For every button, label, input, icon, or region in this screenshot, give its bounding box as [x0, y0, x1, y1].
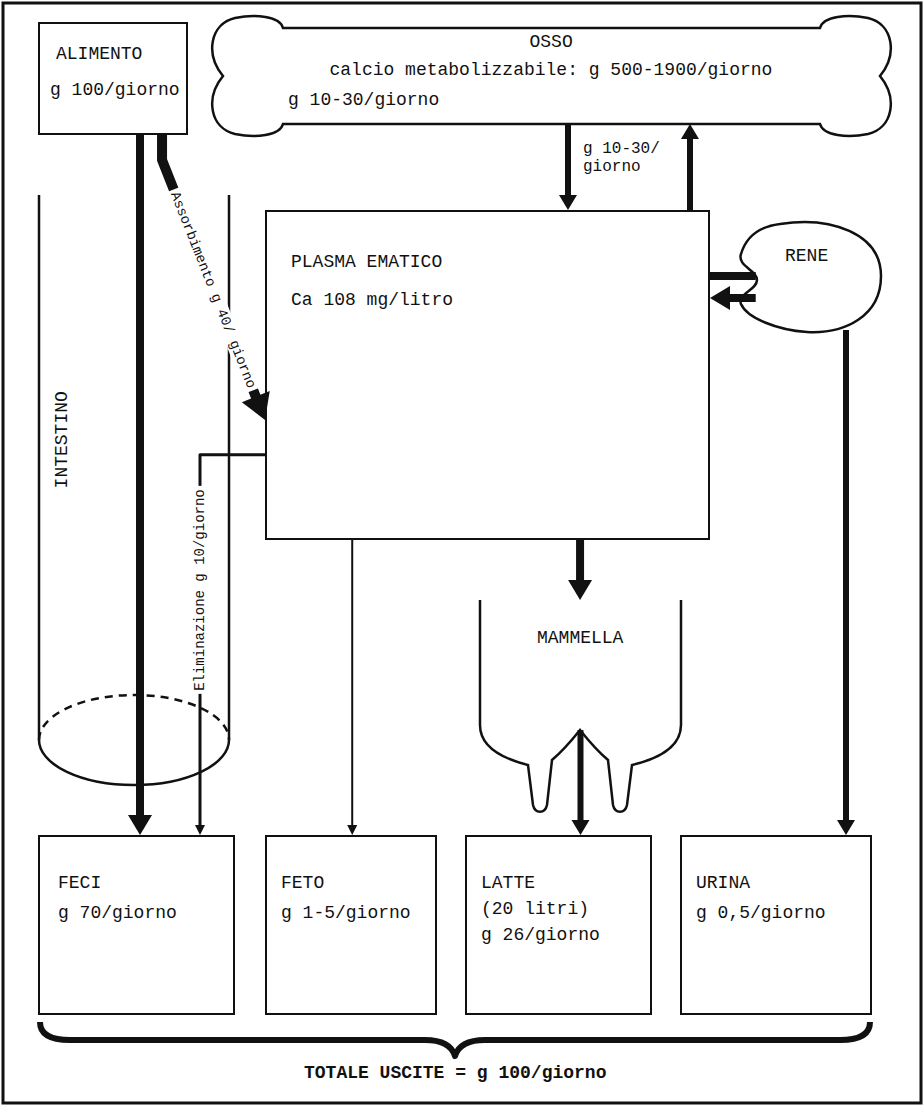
arrow-head: [681, 124, 699, 139]
flow-line: [351, 540, 353, 827]
total-brace: [40, 1022, 870, 1056]
outline-path: [39, 195, 229, 785]
output-box: FETO g 1-5/giorno: [265, 835, 437, 1015]
node-label: g 100/giorno: [50, 80, 180, 102]
node-label: LATTE: [481, 873, 535, 895]
node-label: OSSO: [530, 32, 573, 54]
intake-box: ALIMENTO g 100/giorno: [38, 22, 188, 135]
flow-arrow: [162, 135, 270, 420]
flow-line: [200, 455, 265, 827]
flow-label: g 10-30/ giorno: [580, 140, 674, 177]
flow-arrow: [559, 124, 577, 210]
flow-line: [687, 136, 693, 210]
output-box: URINA g 0,5/giorno: [680, 835, 872, 1015]
plasma-box: PLASMA EMATICO Ca 108 mg/litro: [265, 210, 710, 540]
node-label: INTESTINO: [51, 391, 73, 488]
flow-label: Eliminazione g 10/giorno: [192, 486, 208, 694]
node-label: g 1-5/giorno: [281, 903, 411, 925]
flow-label: Assorbimento g 40/ giorno: [166, 187, 260, 394]
flow-arrow: [128, 135, 152, 835]
arrow-head: [568, 580, 592, 600]
outline-path: [740, 222, 881, 332]
flow-arrow: [837, 330, 855, 835]
outline-path: [39, 695, 229, 740]
total-label: TOTALE USCITE = g 100/giorno: [304, 1063, 606, 1085]
node-label: ALIMENTO: [56, 44, 142, 66]
flow-line: [710, 272, 756, 280]
udder-shape: MAMMELLA: [478, 600, 683, 815]
arrow-head: [559, 195, 577, 210]
flow-line: [843, 330, 849, 823]
outer-frame: [3, 3, 921, 1103]
flow-arrow: [347, 540, 357, 835]
node-label: URINA: [696, 873, 750, 895]
node-label: RENE: [785, 246, 828, 268]
node-label: FECI: [58, 873, 101, 895]
flow-line: [576, 540, 584, 584]
flow-line: [136, 135, 144, 819]
node-label: g 26/giorno: [481, 925, 600, 947]
arrow-head: [710, 286, 730, 310]
arrow-head: [128, 815, 152, 835]
node-label: (20 litri): [481, 899, 589, 921]
arrow-head: [837, 820, 855, 835]
node-label: FETO: [281, 873, 324, 895]
node-label: Ca 108 mg/litro: [291, 290, 453, 312]
kidney-shape: RENE: [735, 218, 883, 336]
flow-line: [565, 124, 571, 198]
flow-arrow: [568, 540, 592, 600]
outline-path: [212, 16, 891, 136]
arrow-head: [347, 825, 357, 835]
node-label: calcio metabolizzabile: g 500-1900/giorn…: [330, 60, 773, 82]
node-label: g 10-30/giorno: [288, 90, 439, 112]
output-box: LATTE (20 litri) g 26/giorno: [465, 835, 652, 1015]
flow-arrow: [710, 275, 756, 276]
bone-shape: OSSO calcio metabolizzabile: g 500-1900/g…: [208, 14, 895, 138]
outline-path: [480, 600, 681, 812]
node-label: g 0,5/giorno: [696, 903, 826, 925]
output-box: FECI g 70/giorno: [38, 835, 235, 1015]
node-label: g 70/giorno: [58, 903, 177, 925]
kidney-shape-outline: [735, 218, 883, 336]
arrow-head: [572, 820, 590, 835]
node-label: PLASMA EMATICO: [291, 252, 442, 274]
arrow-head: [195, 825, 205, 835]
flow-arrow: [572, 730, 590, 835]
flow-arrow: [681, 124, 699, 210]
flow-line: [578, 730, 584, 823]
node-label: MAMMELLA: [537, 628, 623, 650]
